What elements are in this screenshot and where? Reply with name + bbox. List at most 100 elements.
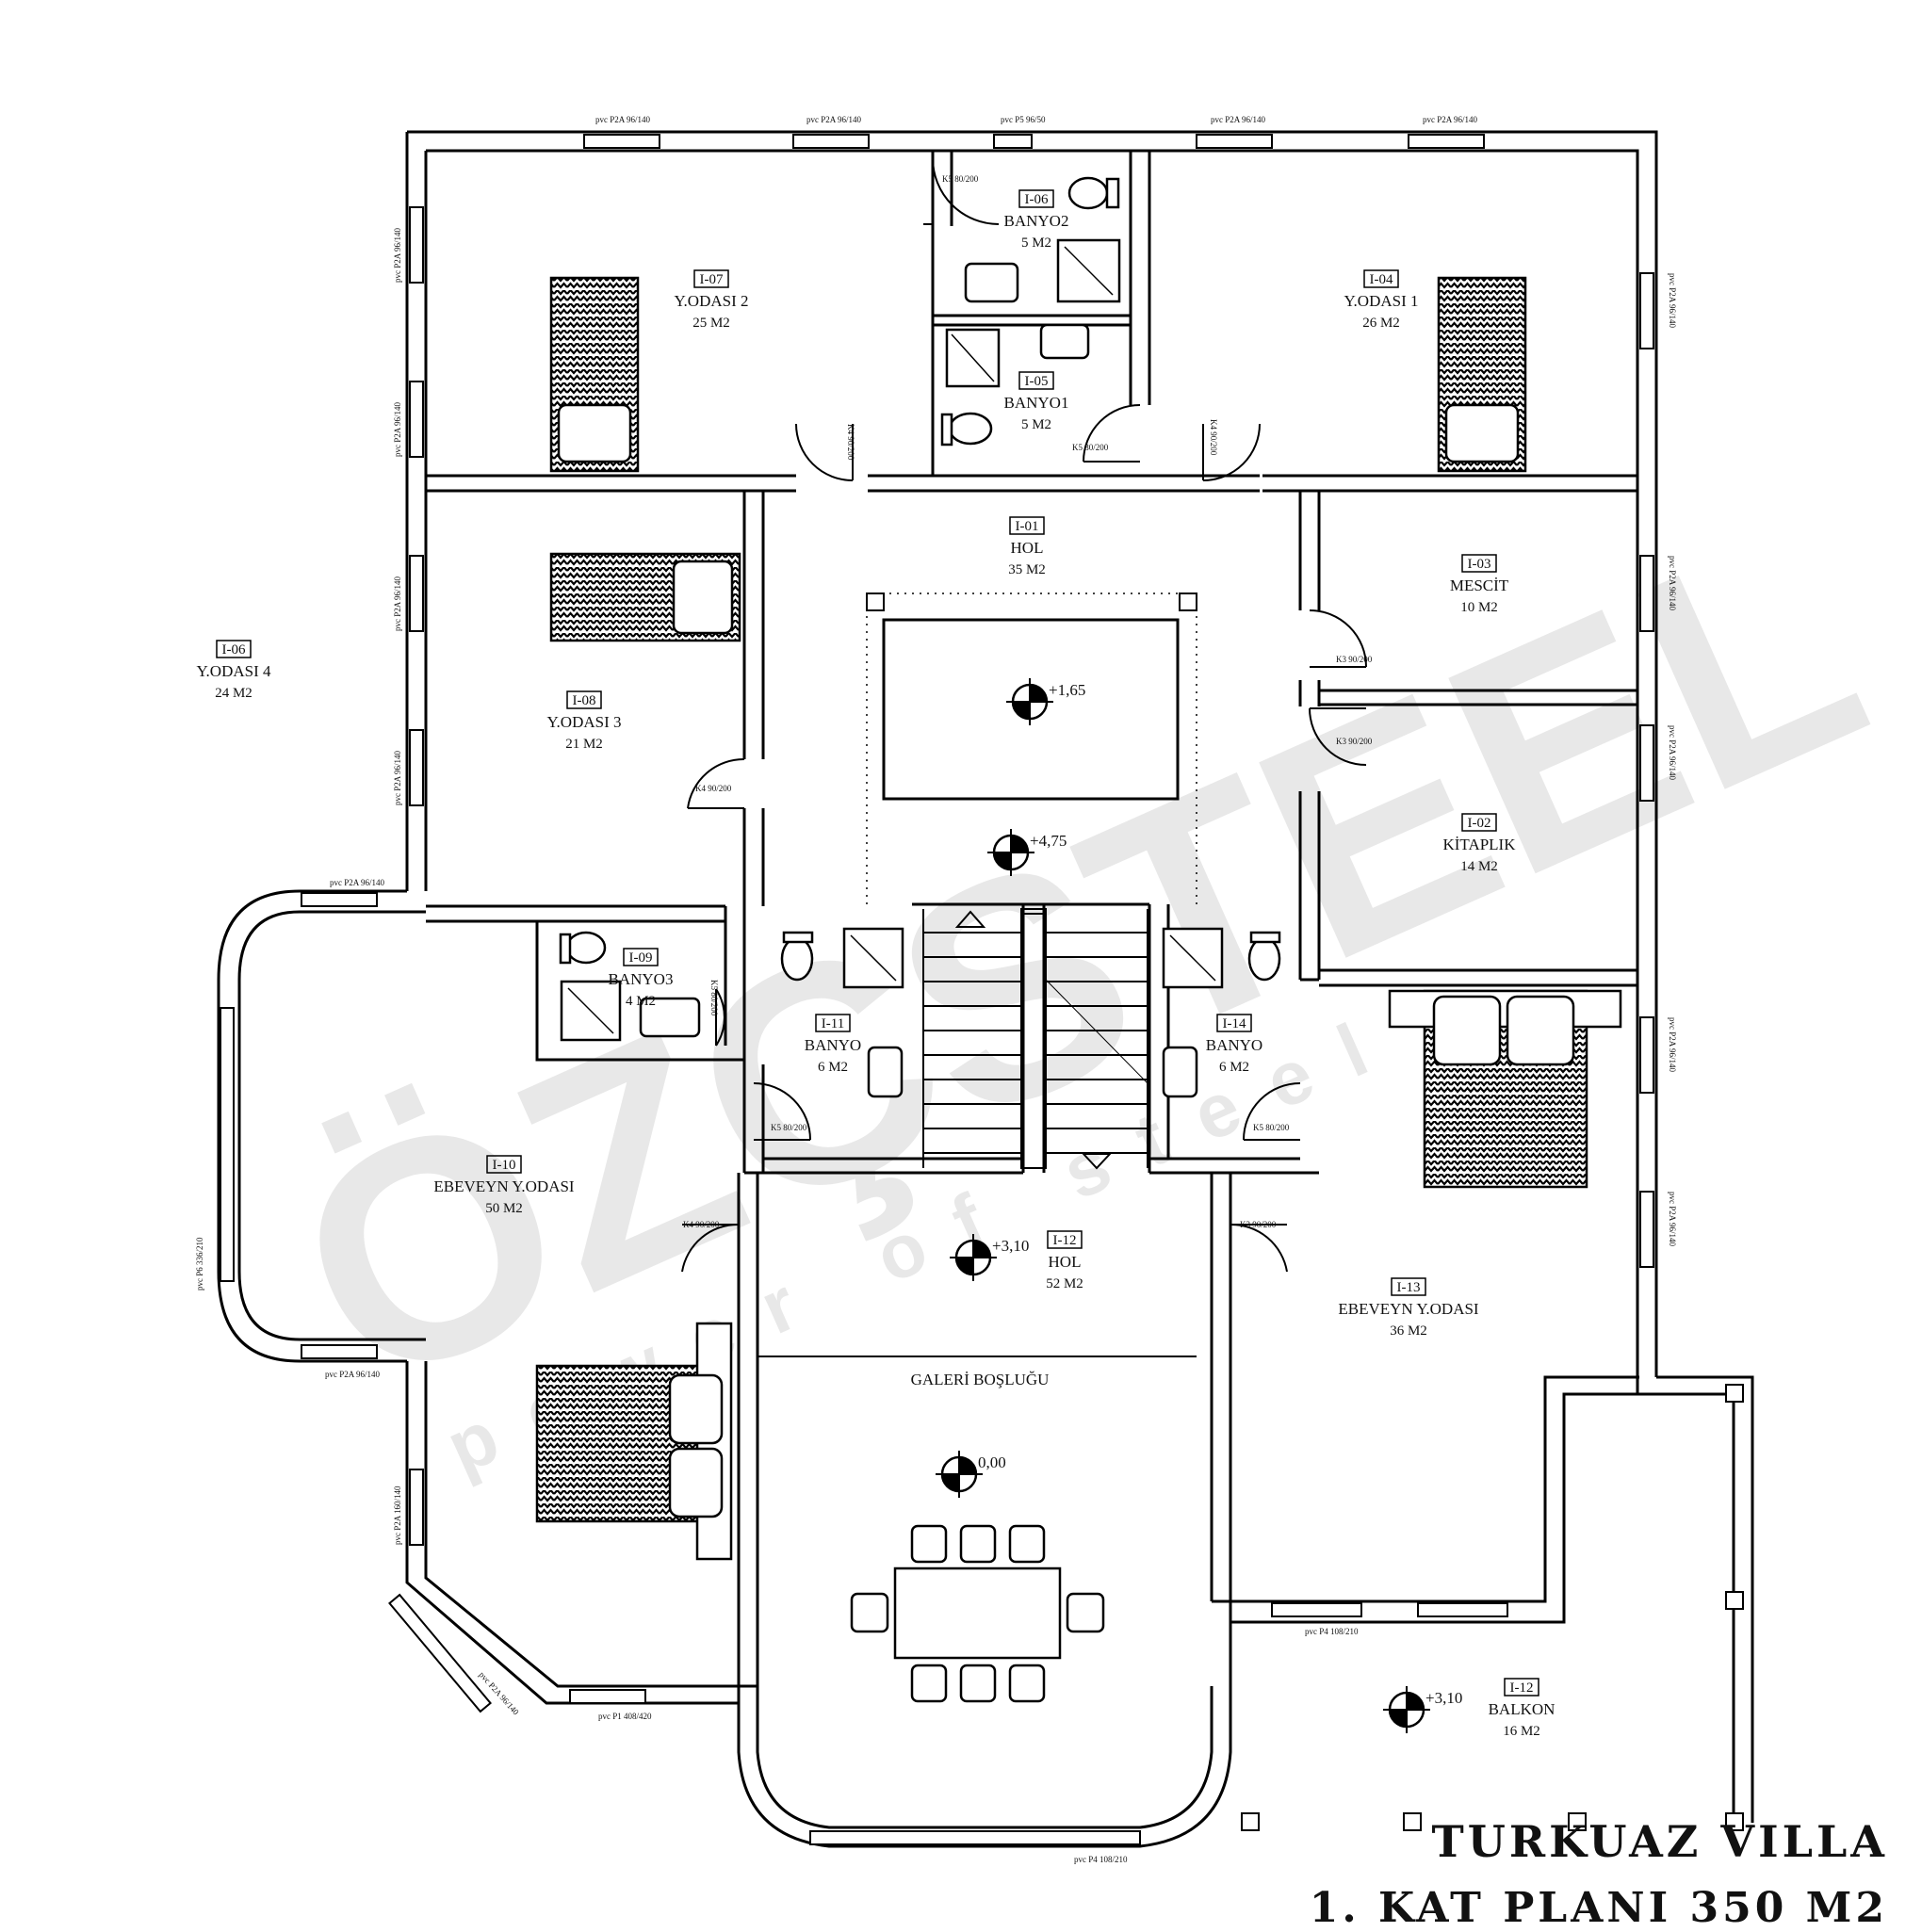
window-label: pvc P2A 96/140 — [1668, 1017, 1677, 1073]
window-label: pvc P2A 96/140 — [595, 115, 651, 124]
staircase — [923, 908, 1148, 1170]
furniture-beds — [535, 276, 1622, 1561]
room-label: I-11 BANYO 6 M2 — [805, 1014, 861, 1075]
window-label: pvc P6 336/210 — [195, 1237, 204, 1291]
room-label: I-09 BANYO3 4 M2 — [609, 948, 673, 1009]
window-label: pvc P2A 96/140 — [1668, 556, 1677, 611]
room-label: I-07 Y.ODASI 2 25 M2 — [674, 269, 749, 331]
svg-text:5 M2: 5 M2 — [1021, 417, 1051, 432]
window-label: pvc P4 108/210 — [1074, 1855, 1128, 1864]
svg-text:I-12: I-12 — [1510, 1680, 1534, 1696]
svg-text:I-04: I-04 — [1370, 272, 1393, 287]
room-label: I-05 BANYO1 5 M2 — [1004, 371, 1069, 432]
door-tag: K4 90/200 — [695, 784, 732, 793]
svg-text:EBEVEYN Y.ODASI: EBEVEYN Y.ODASI — [1338, 1300, 1479, 1318]
svg-text:+3,10: +3,10 — [1425, 1689, 1462, 1707]
window-label: pvc P2A 96/140 — [393, 227, 402, 283]
svg-text:52 M2: 52 M2 — [1046, 1276, 1083, 1291]
svg-text:I-03: I-03 — [1468, 557, 1491, 572]
room-label: I-12 HOL 52 M2 — [1046, 1230, 1083, 1291]
watermark: ÖZÇSTEEL power of steel — [250, 463, 1907, 1490]
svg-text:I-01: I-01 — [1016, 519, 1039, 534]
door-tag: K5 80/200 — [1072, 443, 1109, 452]
gallery-label: GALERİ BOŞLUĞU — [911, 1371, 1050, 1388]
window-label: pvc P1 408/420 — [598, 1712, 652, 1721]
svg-text:Y.ODASI 2: Y.ODASI 2 — [674, 292, 748, 310]
svg-text:MESCİT: MESCİT — [1450, 576, 1509, 594]
room-label: I-02 KİTAPLIK 14 M2 — [1442, 813, 1516, 874]
svg-text:I-02: I-02 — [1468, 816, 1491, 831]
level-marker: +1,65 — [1006, 678, 1085, 725]
svg-text:BALKON: BALKON — [1489, 1700, 1556, 1718]
room-label: I-01 HOL 35 M2 — [1008, 516, 1046, 577]
svg-text:0,00: 0,00 — [978, 1453, 1006, 1471]
level-marker: +3,10 — [1383, 1686, 1462, 1733]
dining-table — [850, 1524, 1105, 1703]
svg-text:HOL: HOL — [1011, 539, 1044, 557]
svg-text:I-08: I-08 — [573, 693, 596, 708]
svg-text:I-06: I-06 — [1025, 192, 1049, 207]
level-marker: +4,75 — [987, 829, 1067, 876]
room-label: I-08 Y.ODASI 3 21 M2 — [546, 690, 622, 752]
window-label: pvc P2A 96/140 — [1668, 273, 1677, 329]
svg-text:I-05: I-05 — [1025, 374, 1049, 389]
balcony-railing-posts — [1241, 1384, 1744, 1831]
svg-text:BANYO1: BANYO1 — [1004, 394, 1069, 412]
svg-text:I-13: I-13 — [1397, 1280, 1421, 1295]
door-swings — [681, 157, 1367, 1273]
svg-text:I-07: I-07 — [700, 272, 724, 287]
window-label: pvc P2A 96/140 — [1668, 725, 1677, 781]
svg-text:+4,75: +4,75 — [1030, 832, 1067, 850]
room-label: I-12 BALKON 16 M2 — [1489, 1678, 1556, 1739]
svg-text:KİTAPLIK: KİTAPLIK — [1442, 836, 1516, 853]
door-tag: K3 90/200 — [1336, 737, 1373, 746]
room-label: I-03 MESCİT 10 M2 — [1450, 554, 1509, 615]
svg-text:16 M2: 16 M2 — [1503, 1724, 1540, 1739]
svg-text:24 M2: 24 M2 — [215, 686, 252, 701]
svg-text:5 M2: 5 M2 — [1021, 235, 1051, 251]
stairwell-opening — [866, 593, 1197, 904]
svg-text:I-12: I-12 — [1053, 1233, 1077, 1248]
room-label: I-06 BANYO2 5 M2 — [1004, 189, 1069, 251]
svg-text:36 M2: 36 M2 — [1390, 1323, 1427, 1339]
window-label: pvc P2A 96/140 — [325, 1370, 381, 1379]
window-label: pvc P2A 160/140 — [393, 1486, 402, 1545]
sanitary-fixtures — [559, 176, 1281, 1098]
level-marker: 0,00 — [936, 1451, 1006, 1498]
door-tag: K4 90/200 — [683, 1220, 720, 1229]
svg-text:35 M2: 35 M2 — [1008, 562, 1046, 577]
svg-text:I-11: I-11 — [822, 1016, 844, 1031]
walls — [217, 130, 1754, 1848]
window-label: pvc P2A 96/140 — [330, 878, 385, 887]
door-tag: K5 80/200 — [771, 1123, 807, 1132]
room-label: I-10 EBEVEYN Y.ODASI 50 M2 — [433, 1155, 575, 1216]
windows — [220, 134, 1654, 1845]
svg-text:26 M2: 26 M2 — [1362, 316, 1400, 331]
svg-text:14 M2: 14 M2 — [1460, 859, 1498, 874]
window-label: pvc P5 96/50 — [1001, 115, 1046, 124]
room-label: I-04 Y.ODASI 1 26 M2 — [1344, 269, 1419, 331]
svg-text:I-06: I-06 — [222, 642, 246, 658]
room-labels: I-07 Y.ODASI 2 25 M2 I-06 BANYO2 5 M2 I-… — [196, 189, 1556, 1739]
level-markers: +1,65 +4,75 +3,10 0,00 +3,10 — [936, 678, 1462, 1733]
window-label: pvc P2A 96/140 — [1668, 1192, 1677, 1247]
svg-text:50 M2: 50 M2 — [485, 1201, 523, 1216]
window-label: pvc P2A 96/140 — [393, 401, 402, 457]
door-tag: K3 90/200 — [1336, 655, 1373, 664]
room-label: I-06 Y.ODASI 4 24 M2 — [196, 640, 271, 701]
window-label: pvc P4 108/210 — [1305, 1627, 1359, 1636]
svg-text:I-14: I-14 — [1223, 1016, 1246, 1031]
window-label: pvc P2A 96/140 — [393, 576, 402, 631]
watermark-brand: ÖZÇSTEEL — [250, 463, 1907, 1457]
window-label: pvc P2A 96/140 — [1211, 115, 1266, 124]
svg-text:BANYO: BANYO — [1206, 1036, 1262, 1054]
room-label: I-13 EBEVEYN Y.ODASI 36 M2 — [1338, 1277, 1479, 1339]
svg-text:Y.ODASI 1: Y.ODASI 1 — [1344, 292, 1418, 310]
svg-text:BANYO2: BANYO2 — [1004, 212, 1069, 230]
window-label: pvc P2A 96/140 — [393, 750, 402, 805]
svg-text:4 M2: 4 M2 — [626, 994, 656, 1009]
svg-text:21 M2: 21 M2 — [565, 737, 603, 752]
door-tag: K4 90/200 — [846, 424, 855, 461]
svg-text:BANYO: BANYO — [805, 1036, 861, 1054]
